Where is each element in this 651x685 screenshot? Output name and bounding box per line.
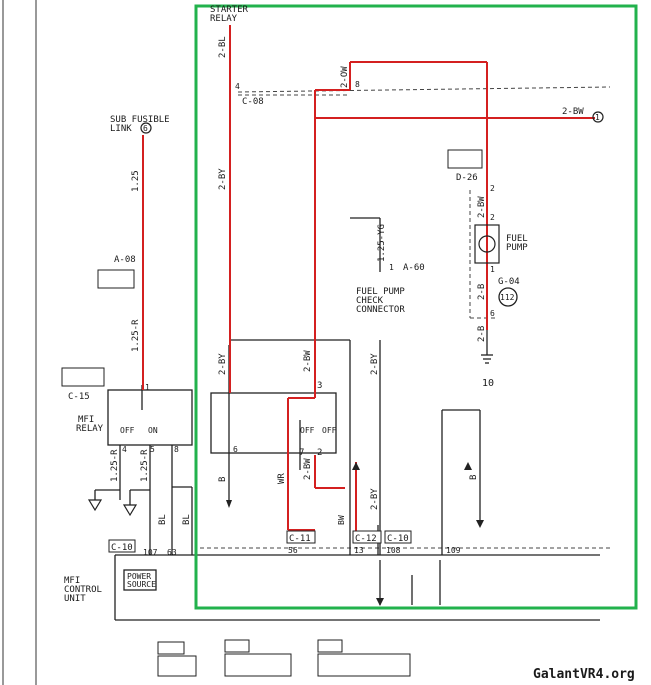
power-source-label: POWER	[127, 572, 151, 581]
pin-pump-2: 2	[490, 213, 495, 222]
wire-2bw-right: 2-BW	[562, 107, 584, 117]
relay-off-label-1: OFF	[120, 426, 135, 435]
black-wires	[94, 217, 600, 621]
pin-4b: 4	[122, 445, 127, 454]
mfi-control-unit-label-3: UNIT	[64, 594, 86, 604]
connector-glyphs	[61, 149, 483, 677]
connector-a08: A-08	[114, 255, 136, 265]
starter-relay-label-2: RELAY	[210, 14, 238, 24]
wire-125r-b: 1.25-R	[140, 449, 150, 482]
wire-2ow: 2-OW	[340, 66, 350, 88]
pin-107: 107	[143, 548, 158, 557]
starter-relay-label: STARTER	[210, 5, 249, 15]
arrows	[226, 462, 484, 606]
connector-c10: C-10	[111, 543, 133, 553]
relay-off-label-2: OFF	[300, 426, 315, 435]
pin-8: 8	[355, 80, 360, 89]
pin-4: 4	[235, 82, 240, 91]
wire-125yg: 1.25-YG	[377, 224, 387, 262]
wire-125r-top: 1.25-R	[131, 319, 141, 352]
fuel-pump-check-label: FUEL PUMP	[356, 287, 405, 297]
wire-2by-low: 2-BY	[370, 488, 380, 510]
pin-5: 5	[150, 445, 155, 454]
wire-2bw-mid: 2-BW	[303, 350, 313, 372]
terminal-1-circle	[592, 111, 604, 123]
wire-2by-mid: 2-BY	[218, 353, 228, 375]
relay-on-label: ON	[148, 426, 158, 435]
pin-a60-1: 1	[389, 263, 394, 272]
connector-c12: C-12	[355, 534, 377, 544]
g04-ground-circle	[498, 287, 518, 307]
mfi-control-unit-label-2: CONTROL	[64, 585, 102, 595]
wire-2b-pump-2: 2-B	[477, 326, 487, 342]
pin-pump-6: 6	[490, 309, 495, 318]
fuel-pump-motor	[474, 224, 500, 264]
wire-b-1: B	[218, 477, 228, 482]
dashed-harness-lines	[200, 86, 611, 549]
fuel-pump-label: FUEL	[506, 234, 528, 244]
pin-7: 7	[299, 448, 304, 458]
highlight-box	[194, 4, 638, 610]
pin-1: 1	[145, 383, 150, 392]
mfi-relay-label-2: RELAY	[76, 424, 104, 434]
pin-109: 109	[446, 546, 461, 555]
ground-symbols	[87, 499, 138, 517]
wire-2b-pump: 2-B	[477, 284, 487, 300]
fuel-pump-label-2: PUMP	[506, 243, 528, 253]
pin-pump-1: 1	[490, 265, 495, 274]
wire-bl-1: BL	[158, 514, 168, 525]
wire-bl-2: BL	[182, 514, 192, 525]
terminal-1-label: 1	[595, 113, 600, 122]
sub-fusible-link-label: SUB FUSIBLE	[110, 115, 170, 125]
connector-c10-b: C-10	[387, 534, 409, 544]
pin-108: 108	[386, 546, 401, 555]
wire-125-top: 1.25	[131, 170, 141, 192]
wire-b-2: B	[469, 475, 479, 480]
power-source-label-2: SOURCE	[127, 580, 156, 589]
fusible-link-circle	[140, 122, 152, 134]
wire-wr: WR	[277, 473, 287, 484]
wire-2bl: 2-BL	[218, 36, 228, 58]
mfi-relay-label: MFI	[78, 415, 94, 425]
page-border	[2, 0, 37, 685]
wire-2by-top: 2-BY	[218, 168, 228, 190]
connector-c15: C-15	[68, 392, 90, 402]
g04-number: 112	[500, 293, 515, 302]
sub-fusible-num: 6	[143, 124, 148, 133]
pin-2: 2	[317, 448, 322, 458]
pin-6: 6	[233, 445, 238, 454]
pin-8b: 8	[174, 445, 179, 454]
wire-125r-a: 1.25-R	[110, 449, 120, 482]
wire-2bw-pump: 2-BW	[477, 196, 487, 218]
relay-off-label-3: OFF	[322, 426, 337, 435]
connector-c08: C-08	[242, 97, 264, 107]
connector-g04: G-04	[498, 277, 520, 287]
red-wires	[142, 25, 595, 540]
sub-fusible-link-label-2: LINK	[110, 124, 132, 134]
wire-bw: BW	[337, 515, 346, 525]
pin-pump-2-top: 2	[490, 184, 495, 193]
wire-2by-right: 2-BY	[370, 353, 380, 375]
pin-13: 13	[354, 546, 364, 555]
pin-56: 56	[288, 546, 298, 555]
connector-a60: A-60	[403, 263, 425, 273]
fuel-pump-check-label-3: CONNECTOR	[356, 305, 405, 315]
mfi-control-unit-label: MFI	[64, 576, 80, 586]
watermark: GalantVR4.org	[533, 667, 635, 682]
connector-c11: C-11	[289, 534, 311, 544]
connector-d26: D-26	[456, 173, 478, 183]
wire-2bw-low: 2-BW	[303, 458, 313, 480]
pin-63: 63	[167, 548, 177, 557]
fuel-pump-check-label-2: CHECK	[356, 296, 384, 306]
pin-3: 3	[317, 381, 322, 391]
ground-number: 10	[482, 378, 494, 389]
